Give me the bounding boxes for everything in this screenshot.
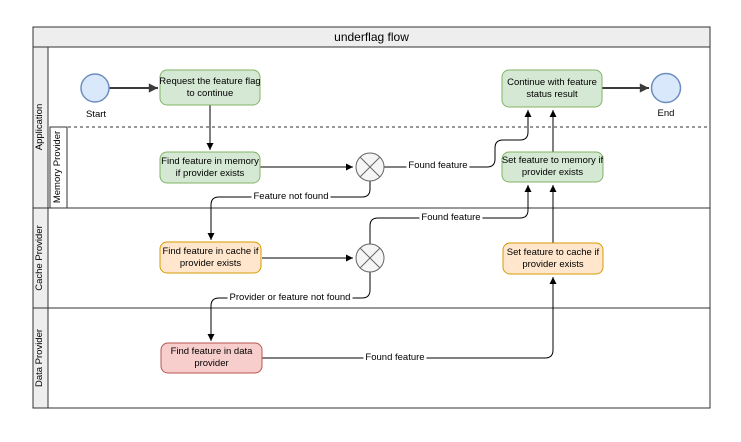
edge-label-provider-or-feature-not-found: Provider or feature not found [227, 292, 353, 304]
task-find-feature-cache[interactable] [159, 241, 262, 274]
lane-label-data-provider: Data Provider [34, 328, 45, 388]
end-event-circle[interactable] [650, 72, 682, 104]
task-request-feature-flag[interactable] [159, 69, 261, 106]
edge-label-found-feature-memory: Found feature [406, 160, 470, 172]
task-label-find-cache: Find feature in cache if provider exists [162, 245, 259, 269]
task-label-set-cache: Set feature to cache if provider exists [506, 246, 600, 270]
end-event-label: End [657, 108, 675, 119]
task-continue-feature-status[interactable] [501, 69, 603, 108]
start-event-label: Start [85, 109, 107, 120]
edge-label-found-feature-cache: Found feature [419, 212, 483, 224]
pool-border [32, 26, 711, 409]
lane-label-application: Application [34, 103, 45, 151]
edge-label-feature-not-found: Feature not found [251, 191, 331, 203]
task-find-feature-data[interactable] [160, 342, 263, 374]
start-event-circle[interactable] [80, 73, 110, 103]
edge-found-feature-memory-to-continue [384, 110, 532, 168]
edge-found-feature-data-to-set-cache [262, 277, 557, 359]
gateway-memory-found[interactable] [355, 152, 385, 182]
task-set-feature-memory[interactable] [501, 151, 604, 183]
pool-title-bar [32, 26, 711, 48]
gateway-cache-found[interactable] [355, 243, 385, 273]
edge-label-found-feature-data: Found feature [363, 352, 427, 364]
sublane-strip-memory [49, 126, 68, 209]
lane-label-memory-provider: Memory Provider [52, 130, 63, 204]
task-label-request: Request the feature flag to continue [159, 75, 261, 99]
pool-title: underflag flow [334, 30, 409, 44]
lane-label-cache-provider: Cache Provider [34, 225, 45, 291]
task-label-continue: Continue with feature status result [507, 76, 597, 100]
task-set-feature-cache[interactable] [502, 242, 604, 275]
task-label-find-data: Find feature in data provider [170, 346, 253, 369]
task-find-feature-memory[interactable] [159, 151, 261, 184]
task-label-set-memory: Set feature to memory if provider exists [501, 155, 604, 178]
task-label-find-memory: Find feature in memory if provider exist… [161, 155, 259, 179]
